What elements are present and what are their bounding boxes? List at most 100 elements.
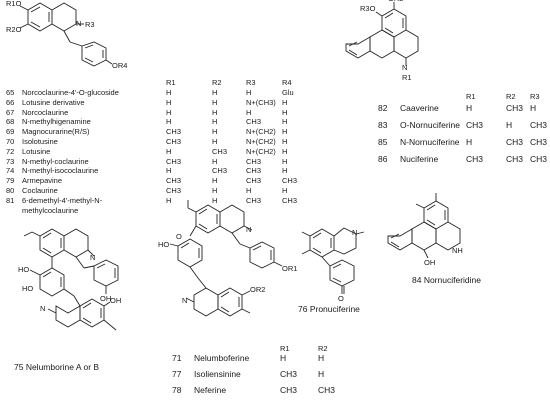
compound-name: Coclaurine	[22, 186, 58, 195]
neferine-ho: HO	[158, 240, 170, 249]
compound-name: Isolotusine	[22, 137, 58, 146]
pronuciferine-o: O	[338, 294, 344, 303]
substituent-r1: CH3	[166, 137, 182, 146]
substituent-r3: CH3	[246, 176, 262, 186]
nornuciferidine-nh: NH	[452, 246, 463, 255]
substituent-r2: H	[212, 137, 218, 146]
compound-name: Caaverine	[400, 103, 439, 113]
compound-name: Lotusine derivative	[22, 97, 85, 107]
compound-number: 72	[6, 146, 15, 156]
r1-label: R1	[402, 73, 412, 82]
substituent-r4: H	[282, 107, 288, 117]
substituent-r1: H	[166, 166, 172, 176]
substituent-r1: CH3	[166, 156, 182, 166]
compound-number: 74	[6, 166, 15, 176]
substituent-r1: H	[166, 146, 172, 156]
compound-number: 78	[172, 385, 182, 395]
substituent-r2: H	[318, 369, 325, 379]
substituent-r1: CH3	[280, 385, 298, 395]
substituent-r4: H	[282, 186, 288, 195]
substituent-r2: H	[212, 127, 218, 137]
substituent-r2: CH3	[506, 137, 524, 147]
col-header-r3: R3	[530, 92, 540, 101]
substituent-r1: CH3	[466, 120, 484, 130]
compound-name: Lotusine	[22, 146, 51, 156]
compound-number: 86	[378, 154, 388, 164]
compound-number: 71	[172, 353, 182, 363]
substituent-r4: H	[282, 166, 288, 176]
substituent-r3: CH3	[530, 120, 548, 130]
substituent-r4: Glu	[282, 88, 294, 97]
nornuciferidine-oh: OH	[424, 258, 436, 267]
substituent-r1: H	[166, 117, 172, 127]
substituent-r1: H	[166, 97, 172, 107]
col-header-r4: R4	[282, 78, 292, 87]
substituent-r3: H	[246, 107, 252, 117]
substituent-r2: CH3	[212, 166, 228, 176]
substituent-r1: H	[166, 107, 172, 117]
substituent-r2: H	[212, 88, 218, 97]
substituent-r3: N+(CH2)	[246, 137, 276, 146]
substituent-r1: CH3	[166, 186, 182, 195]
substituent-r2: H	[212, 195, 218, 205]
substituent-r4: H	[282, 137, 288, 146]
compound-name: Armepavine	[22, 176, 63, 186]
substituent-r4: H	[282, 127, 288, 137]
substituent-r2: CH3	[212, 146, 228, 156]
col-header-r1: R1	[466, 92, 476, 101]
compound-name-cont: methylcoclaurine	[22, 205, 79, 215]
substituent-r3: N+(CH3)	[246, 97, 276, 107]
substituent-r2: H	[318, 353, 325, 363]
compound-name: Norcoclaurine	[22, 107, 69, 117]
nelumborine-ho-left: HO	[22, 284, 34, 293]
or4-label: OR4	[112, 61, 128, 70]
compound-name: Norcoclaurine-4'-O-glucoside	[22, 88, 119, 97]
compound-number: 85	[378, 137, 388, 147]
neferine-or1: OR1	[282, 264, 298, 273]
compound-name: N-methyl-coclaurine	[22, 156, 89, 166]
compound-name: Magnocurarine(R/S)	[22, 127, 90, 137]
aporphine-nitrogen: N	[402, 63, 408, 72]
nelumborine-ho-upper: HO	[18, 265, 30, 274]
compound-name: Nuciferine	[400, 154, 439, 164]
substituent-r2: H	[506, 120, 513, 130]
substituent-r2: CH3	[506, 154, 524, 164]
r3-label: R3	[85, 20, 95, 29]
compound-number: 67	[6, 107, 15, 117]
compound-number: 70	[6, 137, 15, 146]
col-header-r2: R2	[506, 92, 516, 101]
substituent-r3: H	[246, 186, 252, 195]
r2o-label: R2O	[6, 25, 22, 34]
substituent-r4: H	[282, 97, 288, 107]
nitrogen-label: N	[76, 19, 82, 28]
substituent-r3: H	[530, 103, 537, 113]
substituent-r2: H	[212, 176, 218, 186]
col-header-r2: R2	[212, 78, 222, 87]
r1o-label: R1O	[6, 0, 22, 8]
compound-name: O-Nornuciferine	[400, 120, 460, 130]
compound-number: 77	[172, 369, 182, 379]
substituent-r3: N+(CH2)	[246, 127, 276, 137]
substituent-r1: CH3	[280, 369, 298, 379]
r3o-label: R3O	[360, 4, 376, 13]
nelumborine-n-upper: N	[90, 253, 96, 262]
substituent-r3: H	[246, 88, 252, 97]
caption-84: 84 Nornuciferidine	[412, 275, 481, 285]
compound-number: 73	[6, 156, 15, 166]
substituent-r2: H	[212, 156, 218, 166]
substituent-r2: H	[212, 117, 218, 127]
compound-number: 79	[6, 176, 15, 186]
substituent-r3: CH3	[246, 195, 262, 205]
substituent-r2: H	[212, 107, 218, 117]
substituent-r4: H	[282, 156, 288, 166]
compound-number: 83	[378, 120, 388, 130]
substituent-r1: H	[280, 353, 287, 363]
substituent-r3: CH3	[246, 166, 262, 176]
col-header-r1: R1	[280, 344, 290, 353]
substituent-r1: CH3	[166, 176, 182, 186]
